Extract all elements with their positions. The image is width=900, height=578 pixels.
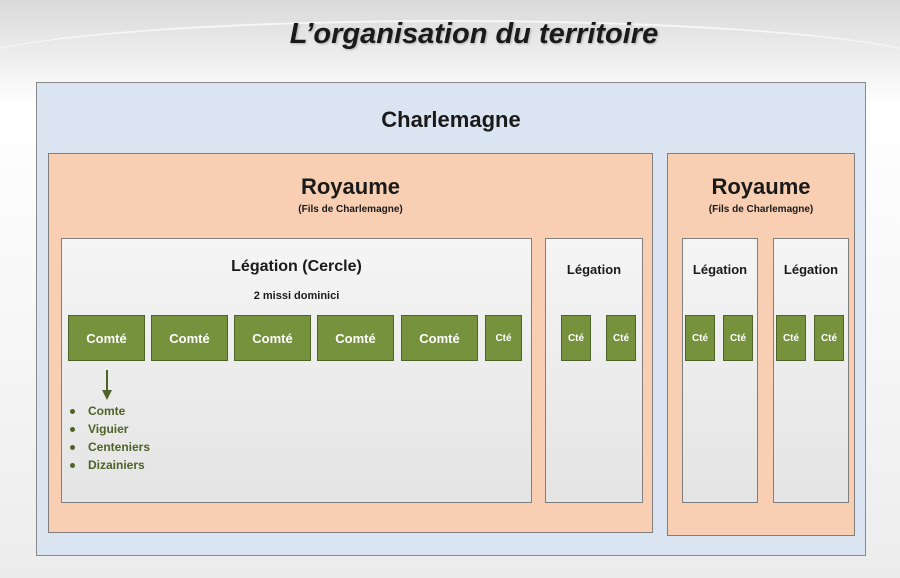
kingdom-1-subtitle: (Fils de Charlemagne) [298,204,403,215]
county-box: Comté [401,315,478,361]
county-box: Comté [317,315,394,361]
county-box-small: Cté [561,315,591,361]
empire-title: Charlemagne [381,107,521,132]
legation-title: Légation [692,262,748,277]
legation-title: Légation [566,262,622,277]
county-box: Comté [68,315,145,361]
county-box-small: Cté [606,315,636,361]
county-box: Comté [234,315,311,361]
county-box-small: Cté [776,315,806,361]
legation-cercle-title: Légation (Cercle) [231,258,362,275]
county-box-small: Cté [485,315,522,361]
role-item: Dizainiers [70,456,150,474]
legation-box: Légation [682,238,758,503]
legation-title: Légation [783,262,839,277]
arrow-down-icon [102,370,112,400]
county-box-small: Cté [814,315,844,361]
role-item: Centeniers [70,438,150,456]
kingdom-2-subtitle: (Fils de Charlemagne) [708,204,814,215]
county-box: Comté [151,315,228,361]
legation-box: Légation [545,238,643,503]
background-swoosh [0,20,900,112]
legation-box: Légation [773,238,849,503]
role-item: Viguier [70,420,150,438]
county-box-small: Cté [723,315,753,361]
kingdom-2-title: Royaume [711,174,811,199]
county-box-small: Cté [685,315,715,361]
county-roles-list: Comte Viguier Centeniers Dizainiers [70,402,150,474]
role-item: Comte [70,402,150,420]
kingdom-1-title: Royaume [300,174,401,199]
page-title: L’organisation du territoire [289,18,659,50]
legation-cercle-box: Légation (Cercle) 2 missi dominici [61,238,532,503]
legation-cercle-subtitle: 2 missi dominici [253,290,340,302]
